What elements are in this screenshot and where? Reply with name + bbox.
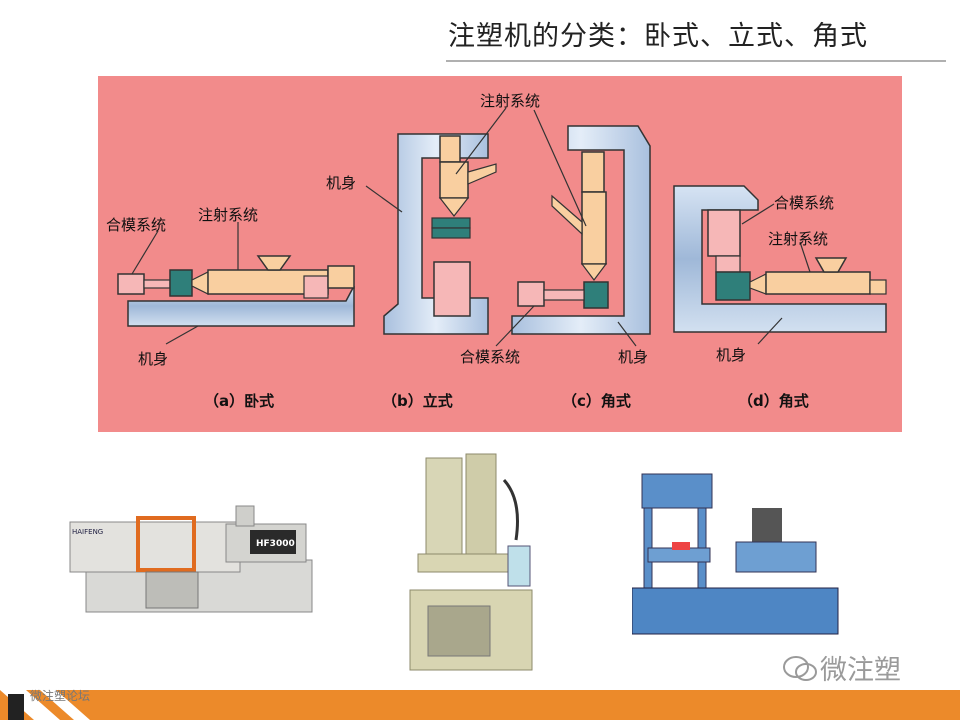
a-inject-label: 注射系统 xyxy=(198,206,258,224)
a-mold-unit xyxy=(117,273,145,295)
diagram-c-angle xyxy=(495,109,651,347)
c-mold-unit xyxy=(517,281,545,307)
vertical-machine-photo xyxy=(409,453,533,671)
d-clamp-block xyxy=(715,271,751,301)
wechat-icon xyxy=(782,654,818,688)
horizontal-machine-photo: HAIFENG HF3000 xyxy=(69,505,313,613)
d-hopper xyxy=(814,257,848,273)
c-body-label: 机身 xyxy=(618,348,648,366)
angle-machine-photo xyxy=(632,473,839,635)
b-mold-unit xyxy=(433,261,471,317)
caption-a: （a）卧式 xyxy=(204,392,274,410)
slide-title: 注塑机的分类：卧式、立式、角式 xyxy=(448,21,868,52)
a-machine-body xyxy=(127,285,355,327)
c-clamp-block xyxy=(583,281,609,309)
b-clamp-block xyxy=(431,217,471,229)
d-mold-unit xyxy=(707,209,741,257)
b-body-label: 机身 xyxy=(326,174,356,192)
watermark-text: 微注塑 xyxy=(820,655,901,686)
a-mold-label: 合模系统 xyxy=(106,216,166,234)
caption-b: （b）立式 xyxy=(382,392,453,410)
diagram-drawing: 合模系统 注射系统 机身 注射系统 机身 合模系统 机身 合模系统 注射系统 机… xyxy=(106,92,887,410)
diagram-a-horizontal xyxy=(117,222,355,345)
brand-label: HAIFENG xyxy=(72,528,103,536)
forum-logo xyxy=(0,680,120,724)
b-inject-label: 注射系统 xyxy=(480,92,540,110)
d-inject-label: 注射系统 xyxy=(768,230,828,248)
footer-bar xyxy=(0,690,960,720)
d-mold-label: 合模系统 xyxy=(774,194,834,212)
a-hopper xyxy=(256,255,292,271)
caption-c: （c）角式 xyxy=(562,392,631,410)
d-body-label: 机身 xyxy=(716,346,746,364)
c-machine-body xyxy=(511,125,651,335)
b-injection-unit xyxy=(439,161,469,199)
b-mold-label: 合模系统 xyxy=(460,348,520,366)
title-underline xyxy=(446,60,946,62)
b-hopper xyxy=(467,163,497,185)
forum-name: 微注塑论坛 xyxy=(30,689,91,703)
d-injection-unit xyxy=(765,271,871,295)
c-hopper xyxy=(551,194,583,236)
caption-d: （d）角式 xyxy=(738,392,809,410)
diagram-b-vertical xyxy=(365,107,507,335)
d-machine-body xyxy=(673,185,887,333)
model-label: HF3000 xyxy=(256,539,295,549)
diagram-d-angle xyxy=(673,185,887,345)
a-clamp-block xyxy=(169,269,193,297)
classification-diagram: 合模系统 注射系统 机身 注射系统 机身 合模系统 机身 合模系统 注射系统 机… xyxy=(98,76,902,432)
b-machine-body xyxy=(383,133,489,335)
c-injection-unit xyxy=(581,191,607,265)
a-body-label: 机身 xyxy=(138,350,168,368)
